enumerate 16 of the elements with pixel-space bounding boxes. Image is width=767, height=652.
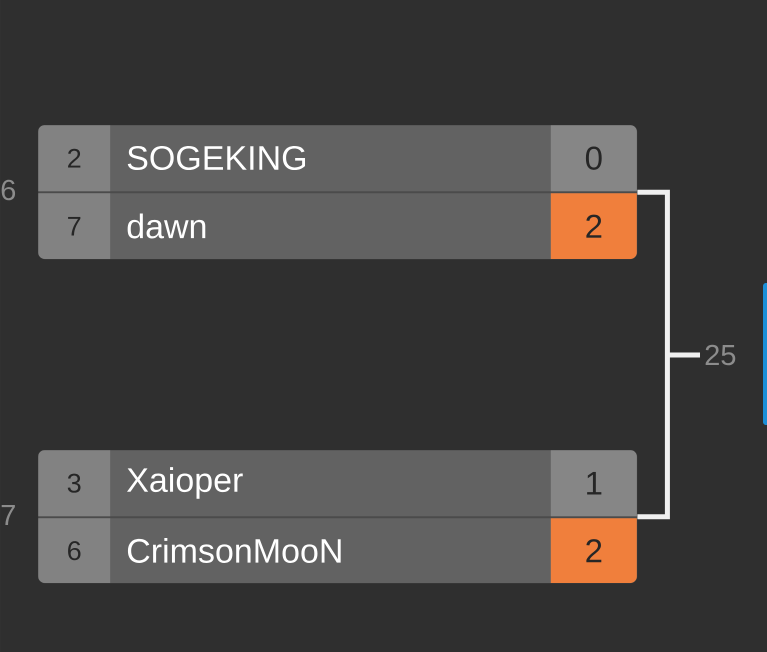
- score-cell: 2: [550, 518, 637, 583]
- score-cell: 1: [550, 450, 637, 516]
- seed-cell: 6: [38, 518, 110, 583]
- player-name: CrimsonMooN: [128, 538, 341, 563]
- seed-cell: 7: [38, 193, 110, 259]
- seed-cell: 2: [38, 125, 110, 192]
- score-cell: 0: [550, 125, 637, 192]
- bracket-connector: [634, 190, 702, 520]
- player-name: SOGEKING: [128, 146, 306, 170]
- match-number: 7: [2, 505, 15, 525]
- score-cell: 2: [550, 193, 637, 259]
- match-number: 6: [2, 180, 16, 200]
- player-name: Xaioper: [126, 467, 243, 499]
- seed-cell: 3: [38, 450, 110, 516]
- player-name: dawn: [128, 214, 206, 238]
- match-number: 25: [706, 344, 736, 366]
